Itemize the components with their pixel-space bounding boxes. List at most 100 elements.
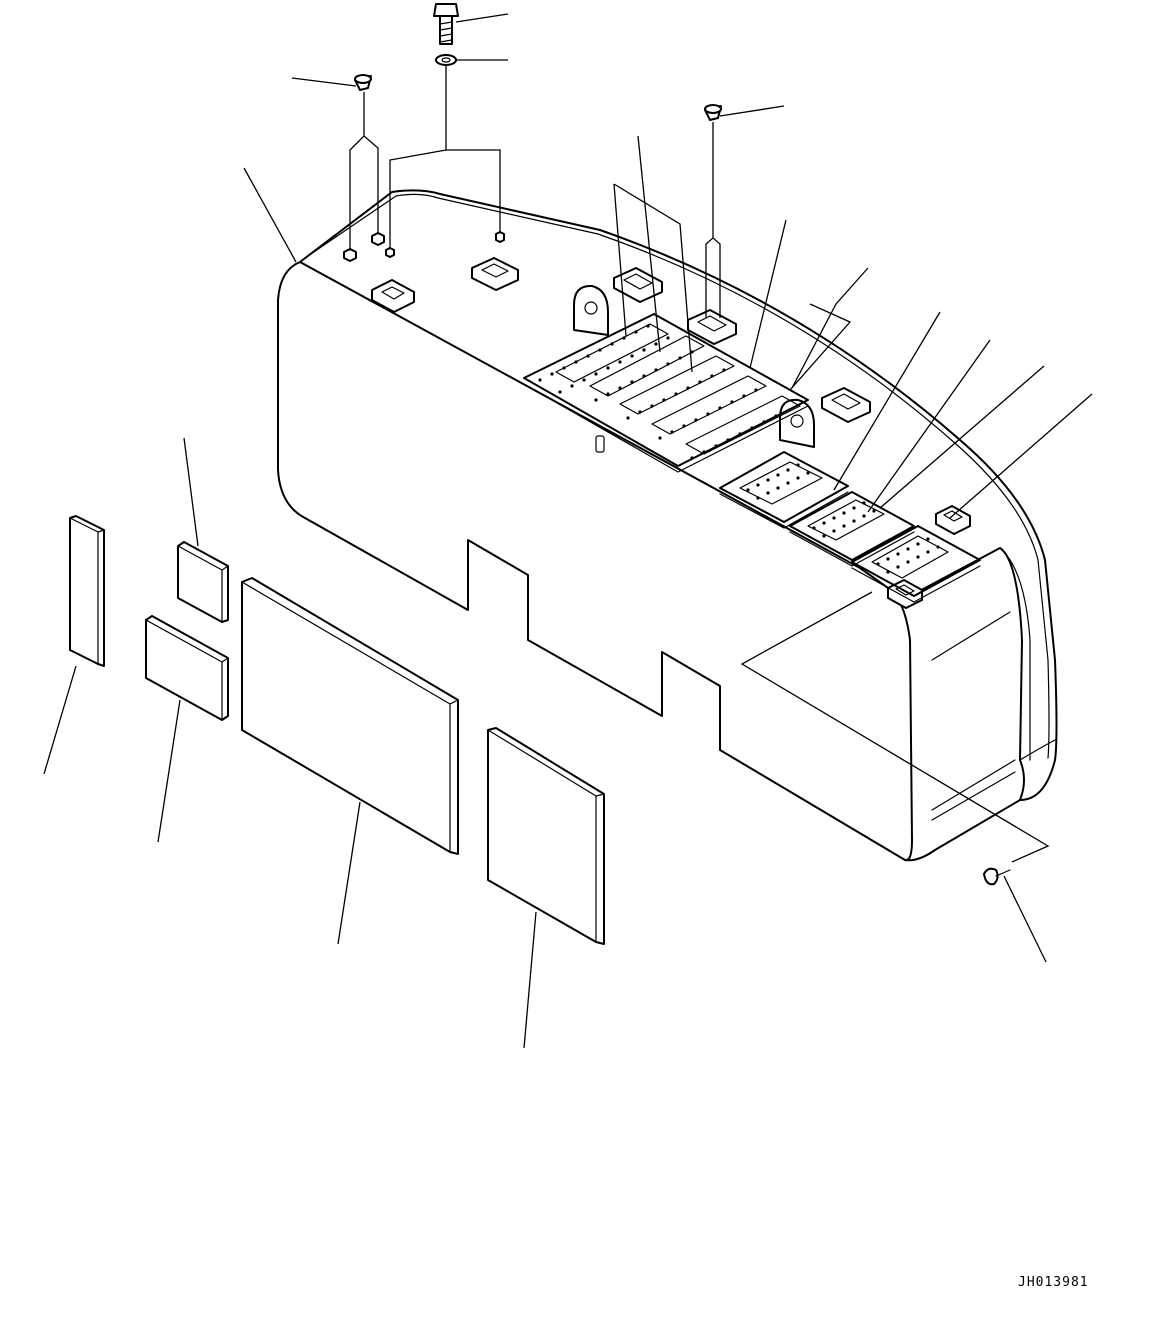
- plug-right: [704, 104, 722, 121]
- rivet-dot: [690, 350, 694, 354]
- rivet-dot: [666, 362, 670, 366]
- rivet-dot: [666, 336, 670, 340]
- rivet-dot: [756, 483, 760, 487]
- rivet-dot: [714, 444, 718, 448]
- block-small-lower: [145, 615, 229, 721]
- perforated-plate-1: [719, 451, 849, 529]
- rivet-dot: [598, 348, 602, 352]
- block-small-upper: [177, 541, 229, 623]
- rivet-dot: [562, 366, 566, 370]
- block-large: [241, 577, 459, 855]
- rivet-dot: [630, 354, 634, 358]
- rivet-dot: [786, 468, 790, 472]
- rivet-dot: [822, 521, 826, 525]
- rivet-dot: [586, 354, 590, 358]
- rivet-dot: [896, 565, 900, 569]
- rivet-dot: [776, 486, 780, 490]
- rivet-dot: [634, 330, 638, 334]
- rivet-dot: [674, 392, 678, 396]
- rivet-dot: [582, 378, 586, 382]
- plug-left: [354, 74, 372, 91]
- rivet-dot: [718, 406, 722, 410]
- rivet-dot: [610, 342, 614, 346]
- rivet-dot: [654, 342, 658, 346]
- rivet-dot: [832, 516, 836, 520]
- rivet-dot: [906, 547, 910, 551]
- rivet-dot: [738, 432, 742, 436]
- rivet-dot: [842, 524, 846, 528]
- rivet-dot: [774, 414, 778, 418]
- leader-lines: [43, 13, 1093, 1049]
- washer: [435, 54, 457, 66]
- lifting-eye-left: [573, 284, 609, 336]
- mounting-boss-3: [613, 267, 663, 303]
- block-square: [487, 727, 605, 945]
- rivet-dot: [642, 348, 646, 352]
- drawing-code: JH013981: [1018, 1275, 1089, 1290]
- rivet-dot: [750, 426, 754, 430]
- rivet-dot: [698, 380, 702, 384]
- rivet-dot: [710, 374, 714, 378]
- rivet-dot: [694, 418, 698, 422]
- rivet-dot: [686, 386, 690, 390]
- rivet-dot: [842, 511, 846, 515]
- rivet-dot: [662, 398, 666, 402]
- rivet-dot: [642, 374, 646, 378]
- rivet-dot: [852, 506, 856, 510]
- rivet-dot: [916, 542, 920, 546]
- mounting-boss-6: [935, 505, 971, 535]
- rivet-dot: [872, 509, 876, 513]
- rivet-dot: [766, 478, 770, 482]
- rivet-dot: [730, 400, 734, 404]
- rivet-dot: [916, 555, 920, 559]
- rivet-dot: [594, 398, 598, 402]
- rivet-dot: [776, 473, 780, 477]
- rivet-dot: [622, 336, 626, 340]
- rivet-dot: [650, 404, 654, 408]
- rivet-dot: [886, 557, 890, 561]
- mounting-boss-2: [471, 257, 519, 291]
- rivet-dot: [742, 394, 746, 398]
- rivet-dot: [746, 488, 750, 492]
- rivet-dot: [832, 529, 836, 533]
- rivet-dot: [896, 552, 900, 556]
- rivet-dot: [766, 491, 770, 495]
- rivet-dot: [906, 560, 910, 564]
- rivet-dot: [538, 378, 542, 382]
- rivet-dot: [926, 537, 930, 541]
- rivet-dot: [886, 570, 890, 574]
- rivet-dot: [570, 384, 574, 388]
- mounting-boss-5: [821, 387, 871, 423]
- rivet-dot: [670, 430, 674, 434]
- rivet-dot: [722, 368, 726, 372]
- rivet-dot: [658, 436, 662, 440]
- rivet-dot: [678, 356, 682, 360]
- rivet-dot: [762, 420, 766, 424]
- rivet-dot: [852, 519, 856, 523]
- block-tall-narrow: [69, 515, 105, 667]
- mounting-boss-1: [371, 279, 415, 313]
- perforated-plate-3: [851, 525, 981, 603]
- top-nuts: [343, 231, 505, 262]
- rivet-dot: [812, 526, 816, 530]
- rivet-dot: [926, 550, 930, 554]
- rivet-dot: [862, 514, 866, 518]
- mounting-boss-4: [687, 309, 737, 345]
- rivet-dot: [702, 450, 706, 454]
- rivet-dot: [594, 372, 598, 376]
- bolt: [433, 3, 459, 45]
- rivet-dot: [754, 388, 758, 392]
- rivet-dot: [706, 412, 710, 416]
- rivet-dot: [682, 424, 686, 428]
- rivet-dot: [618, 360, 622, 364]
- rivet-dot: [806, 471, 810, 475]
- rivet-dot: [796, 463, 800, 467]
- perforated-plate-2: [789, 491, 915, 567]
- rivet-dot: [786, 481, 790, 485]
- screw-right: [983, 867, 1011, 886]
- rivet-dot: [646, 324, 650, 328]
- rivet-dot: [574, 360, 578, 364]
- rivet-dot: [756, 496, 760, 500]
